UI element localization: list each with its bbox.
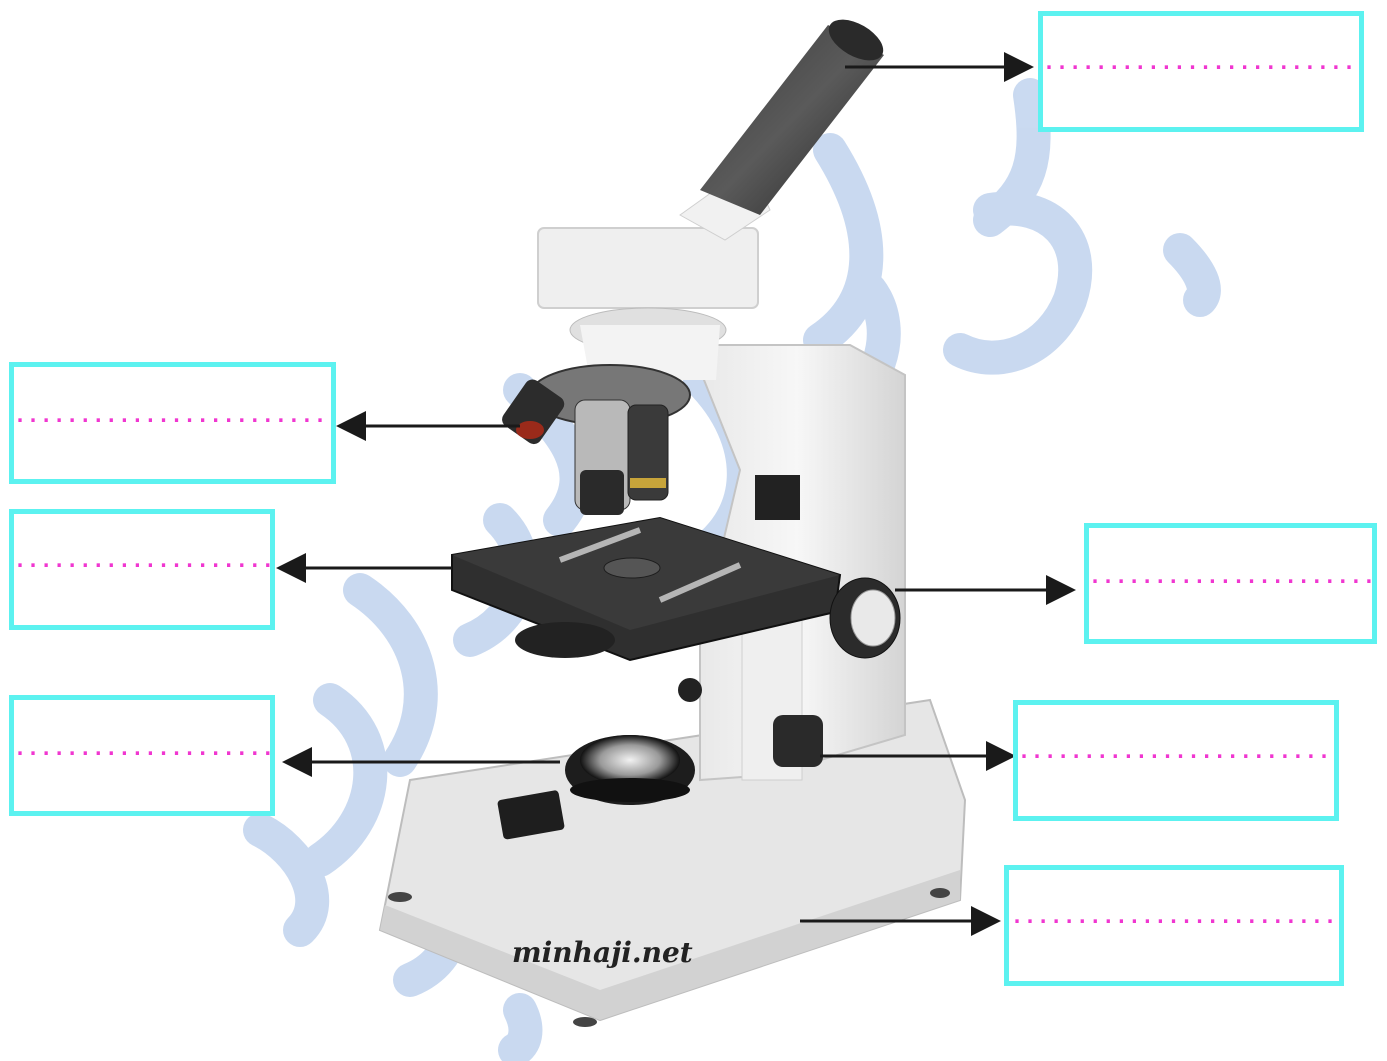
blank-line: ......................... — [1009, 904, 1339, 928]
blank-line: ......................... — [1043, 50, 1359, 74]
label-box-fine-focus-knob[interactable]: ......................... — [1013, 700, 1339, 821]
blank-line: ......................... — [1018, 739, 1334, 763]
blank-line: ...................... — [1089, 564, 1372, 588]
blank-line: .................... — [14, 736, 270, 760]
watermark-site-text: minhaji.net — [512, 936, 693, 969]
microscope-illustration — [380, 11, 965, 1027]
label-box-eyepiece[interactable]: ......................... — [1038, 11, 1364, 132]
label-box-light-source[interactable]: .................... — [9, 695, 275, 816]
blank-line: .................... — [14, 548, 270, 572]
label-box-base[interactable]: ......................... — [1004, 865, 1344, 986]
label-box-stage[interactable]: .................... — [9, 509, 275, 630]
label-box-objective-lenses[interactable]: ......................... — [9, 362, 336, 484]
label-box-coarse-focus-knob[interactable]: ...................... — [1084, 523, 1377, 644]
blank-line: ......................... — [14, 403, 331, 427]
